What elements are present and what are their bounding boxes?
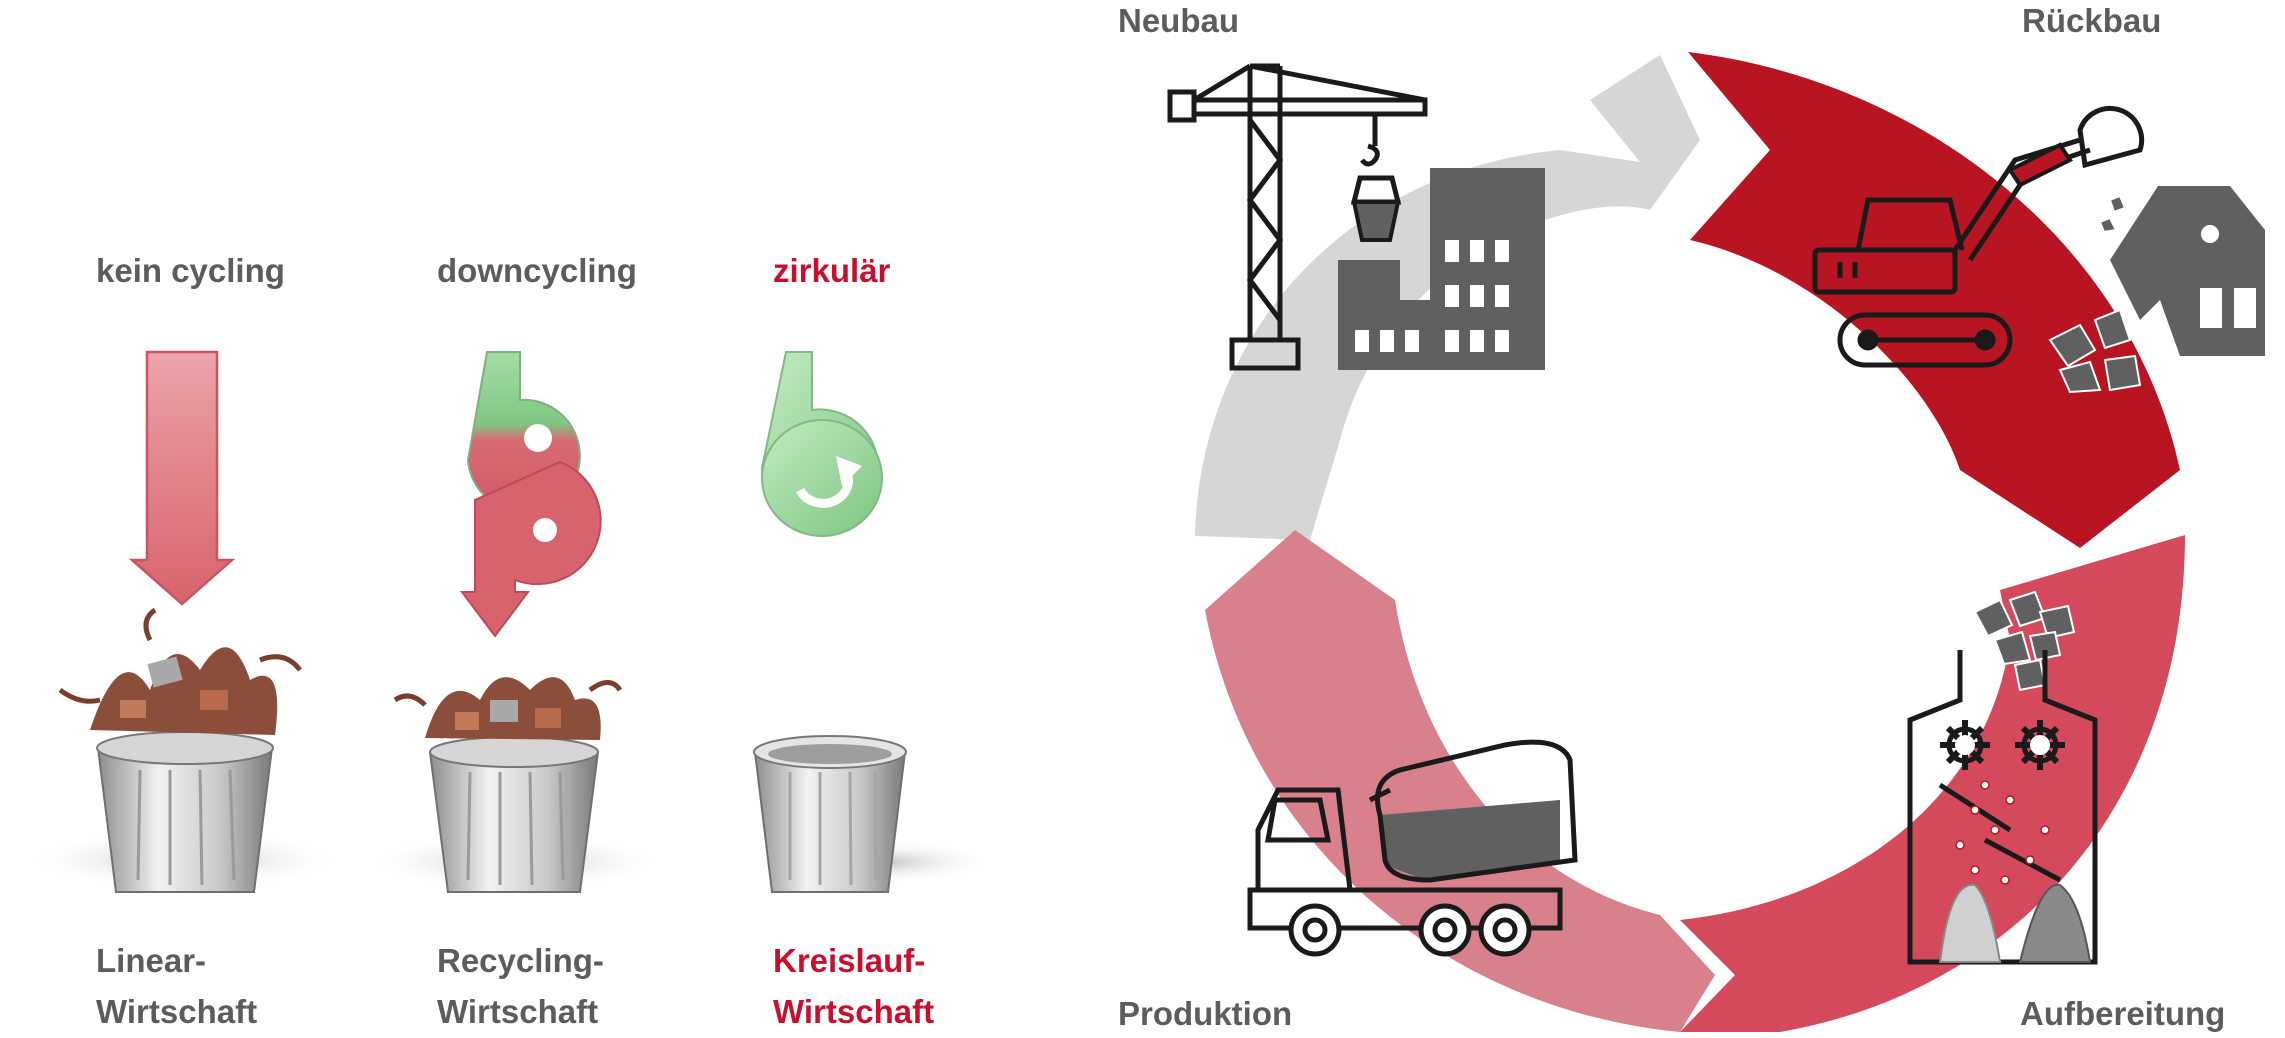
stage-label-rueckbau: Rückbau	[2022, 2, 2161, 39]
cycling-comparison: kein cycling downcycling zirkulär	[25, 252, 995, 1030]
concrete-mixer-truck-icon	[1247, 739, 1578, 957]
recycling-cycle: Neubau Rückbau Aufbereitung Produktion	[1118, 2, 2265, 1032]
footer-linear-line1: Linear-	[96, 942, 206, 979]
cycle-arrow-aufbereitung	[1680, 535, 2185, 1032]
stage-label-neubau: Neubau	[1118, 2, 1239, 39]
crane-and-building-icon	[1167, 63, 1545, 371]
header-zirkulaer: zirkulär	[773, 252, 891, 289]
footer-recycling-line1: Recycling-	[437, 942, 604, 979]
cycle-arrow-produktion	[1205, 530, 1715, 1032]
footer-linear-line2: Wirtschaft	[96, 993, 257, 1030]
full-trash-can-icon	[25, 607, 345, 893]
footer-recycling-line2: Wirtschaft	[437, 993, 598, 1030]
stage-label-aufbereitung: Aufbereitung	[2020, 995, 2225, 1032]
straight-down-arrow-icon	[128, 350, 236, 606]
stage-label-produktion: Produktion	[1118, 995, 1292, 1032]
excavator-demolition-icon	[1812, 105, 2265, 394]
crusher-plant-icon	[1907, 590, 2098, 965]
full-trash-can-icon	[365, 677, 665, 893]
green-circular-arrow-icon	[760, 351, 883, 537]
header-kein-cycling: kein cycling	[96, 252, 285, 289]
header-downcycling: downcycling	[437, 252, 637, 289]
footer-kreislauf-line1: Kreislauf-	[773, 942, 925, 979]
cycle-arrow-rueckbau	[1688, 52, 2180, 548]
empty-trash-can-icon	[753, 735, 995, 893]
footer-kreislauf-line2: Wirtschaft	[773, 993, 934, 1030]
green-to-red-loop-arrow-icon	[460, 351, 602, 638]
cycle-arrow-neubau	[1195, 55, 1700, 540]
